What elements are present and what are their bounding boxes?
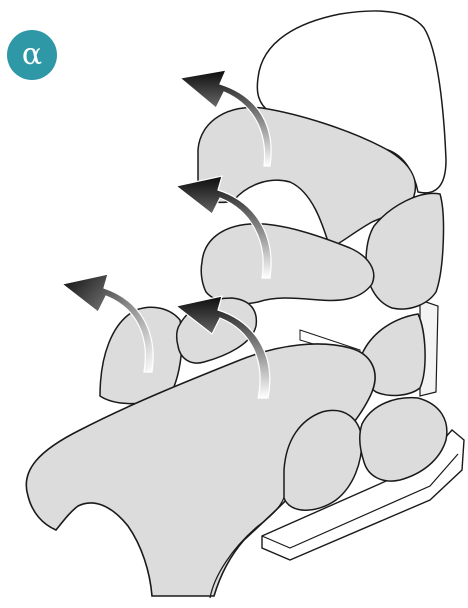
step-badge: α xyxy=(7,30,57,80)
upper-back-cushion xyxy=(197,106,417,249)
step-badge-label: α xyxy=(21,37,43,72)
arrow-bottom xyxy=(174,295,271,399)
arrow-top xyxy=(178,69,272,167)
arrow-middle xyxy=(174,175,272,279)
arrow-left xyxy=(60,273,154,373)
front-leg-pads xyxy=(283,396,448,511)
